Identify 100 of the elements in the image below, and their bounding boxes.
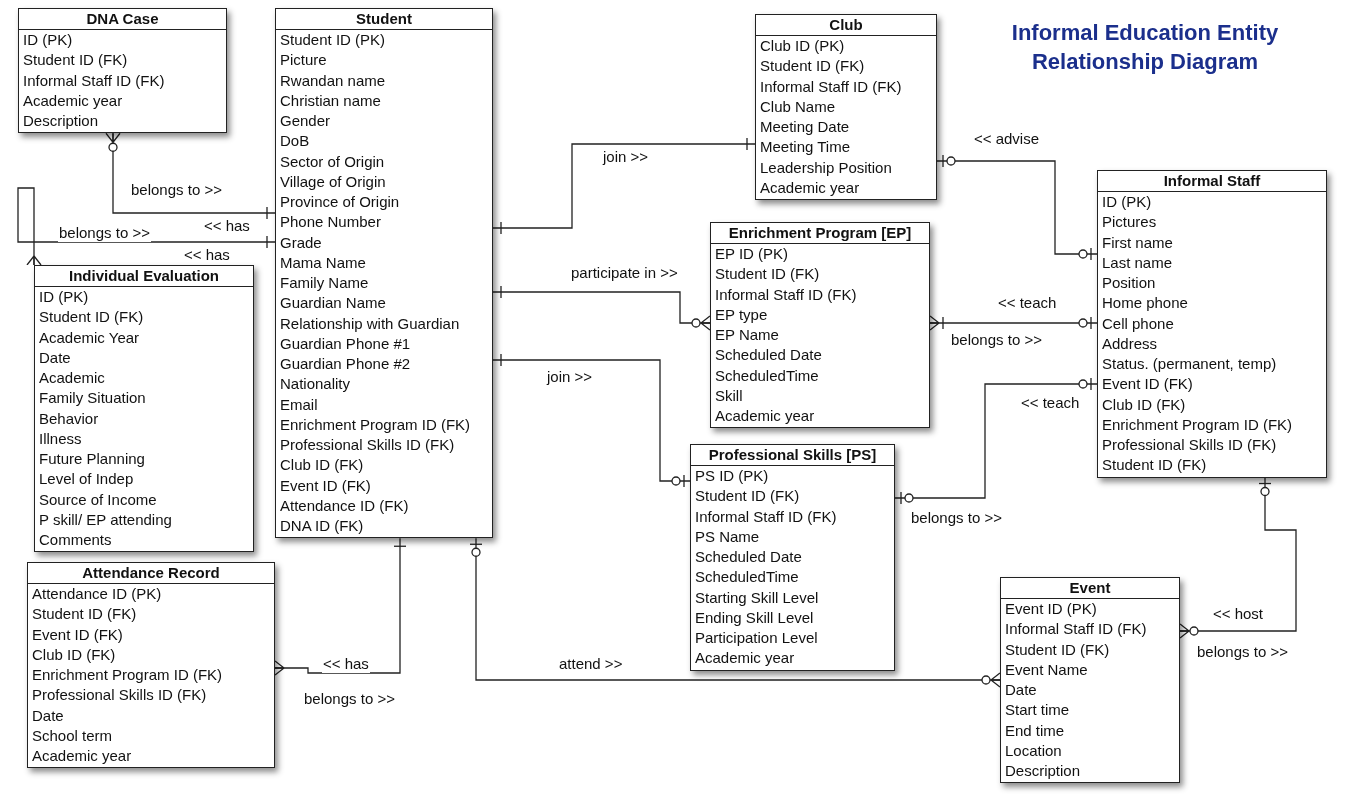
- attribute-text: Event ID (FK): [1101, 374, 1194, 395]
- attribute-text: DoB: [279, 131, 311, 152]
- attribute-text: Informal Staff ID (FK): [714, 284, 858, 305]
- attribute-text: Behavior: [38, 408, 100, 429]
- attribute-text: Event Name: [1004, 659, 1089, 680]
- attribute-text: Student ID (FK): [31, 604, 138, 625]
- attribute-text: Student ID (FK): [714, 264, 821, 285]
- relationship-line: [492, 353, 691, 488]
- attribute-text: Grade: [279, 232, 323, 253]
- attribute-text: P skill/ EP attending: [38, 509, 173, 530]
- attribute-text: Guardian Phone #1: [279, 333, 412, 354]
- attribute-text: DNA ID (FK): [279, 516, 365, 536]
- relationship-label: belongs to >>: [910, 509, 1003, 527]
- relationship-line: [1179, 476, 1297, 639]
- entity-name: Club: [756, 15, 936, 36]
- attribute-text: Enrichment Program ID (FK): [31, 665, 224, 685]
- attribute-text: Starting Skill Level: [694, 587, 820, 608]
- entity-table: [275, 8, 493, 539]
- entity-name: Enrichment Program [EP]: [711, 223, 929, 244]
- attribute-text: Status. (permanent, temp): [1101, 354, 1278, 374]
- attribute-text: Guardian Name: [279, 293, 387, 314]
- attribute-text: Student ID (FK): [38, 307, 145, 328]
- attribute-text: Family Situation: [38, 388, 147, 409]
- attribute-text: Informal Staff ID (FK): [694, 506, 838, 527]
- attribute-text: Attendance ID (FK): [279, 495, 410, 516]
- attribute-text: Comments: [38, 530, 113, 550]
- entity-table: [755, 14, 937, 200]
- attribute-text: Enrichment Program ID (FK): [1101, 414, 1294, 435]
- edge-label: << has: [322, 655, 370, 673]
- attribute-text: Gender: [279, 111, 332, 131]
- attribute-text: ScheduledTime: [694, 567, 800, 588]
- attribute-text: Source of Income: [38, 489, 158, 510]
- attribute-text: Phone Number: [279, 212, 382, 233]
- attribute-text: Guardian Phone #2: [279, 354, 412, 374]
- edge-label: join >>: [546, 368, 594, 386]
- entity-table: [18, 8, 227, 134]
- entity-name: Event: [1001, 578, 1179, 599]
- attribute-text: Description: [1004, 761, 1082, 781]
- attribute-text: ID (PK): [38, 287, 90, 307]
- edge-label: belongs to >>: [58, 224, 151, 242]
- attribute-text: Nationality: [279, 374, 352, 395]
- attribute-text: Ending Skill Level: [694, 607, 815, 628]
- entity-table: [34, 265, 254, 553]
- relationship-line: [894, 377, 1098, 505]
- attribute-text: Informal Staff ID (FK): [1004, 619, 1148, 640]
- entity-table: [710, 222, 930, 429]
- relationship-line: [492, 285, 711, 331]
- attribute-text: Event ID (FK): [31, 624, 124, 645]
- attribute-text: End time: [1004, 720, 1066, 741]
- entity-table: [1000, 577, 1180, 784]
- attribute-text: Start time: [1004, 700, 1071, 721]
- relationship-line: [469, 537, 1001, 688]
- attribute-text: Student ID (PK): [279, 30, 387, 50]
- attribute-text: Meeting Date: [759, 117, 851, 137]
- entity-table: [1097, 170, 1327, 478]
- attribute-text: Mama Name: [279, 252, 367, 273]
- attribute-text: Christian name: [279, 90, 382, 111]
- attribute-text: Event ID (FK): [279, 475, 372, 496]
- attribute-text: Level of Indep: [38, 469, 135, 490]
- attribute-text: Date: [31, 705, 65, 726]
- attribute-text: ID (PK): [1101, 192, 1153, 212]
- entity-name: Student: [276, 9, 492, 30]
- attribute-text: EP type: [714, 304, 769, 325]
- attribute-text: Illness: [38, 428, 83, 449]
- relationship-label: belongs to >>: [950, 331, 1043, 349]
- attribute-text: School term: [31, 725, 114, 746]
- attribute-text: Club ID (FK): [31, 644, 117, 665]
- attribute-text: Email: [279, 394, 319, 415]
- attribute-text: Academic year: [759, 177, 861, 198]
- diagram-title: Informal Education Entity Relationship Diagram: [1010, 19, 1280, 76]
- attribute-text: Family Name: [279, 273, 370, 293]
- attribute-text: PS Name: [694, 526, 761, 547]
- relationship-line: [492, 137, 756, 235]
- attribute-text: Informal Staff ID (FK): [759, 76, 903, 97]
- attribute-text: Student ID (FK): [694, 486, 801, 507]
- relationship-label: belongs to >>: [303, 690, 396, 708]
- attribute-text: Meeting Time: [759, 137, 852, 158]
- edge-label: belongs to >>: [130, 181, 223, 199]
- attribute-text: Academic year: [694, 648, 796, 669]
- attribute-text: Rwandan name: [279, 70, 387, 91]
- attribute-text: Location: [1004, 740, 1063, 761]
- attribute-text: Province of Origin: [279, 192, 401, 212]
- relationship-line: [936, 154, 1098, 261]
- attribute-text: Pictures: [1101, 212, 1158, 233]
- entity-table: [690, 444, 895, 671]
- attribute-text: Academic Year: [38, 327, 141, 348]
- relationship-line: [17, 187, 276, 266]
- attribute-text: Professional Skills ID (FK): [1101, 435, 1278, 455]
- entity-name: Informal Staff: [1098, 171, 1326, 192]
- attribute-text: Enrichment Program ID (FK): [279, 414, 472, 435]
- attribute-text: ScheduledTime: [714, 365, 820, 386]
- attribute-text: Club ID (FK): [279, 455, 365, 476]
- attribute-text: Academic year: [22, 90, 124, 111]
- attribute-text: Date: [1004, 680, 1038, 700]
- attribute-text: Club Name: [759, 96, 837, 117]
- attribute-text: First name: [1101, 232, 1174, 253]
- attribute-text: Club ID (FK): [1101, 394, 1187, 415]
- attribute-text: Relationship with Guardian: [279, 313, 461, 334]
- attribute-text: Scheduled Date: [714, 345, 823, 366]
- attribute-text: Cell phone: [1101, 313, 1175, 334]
